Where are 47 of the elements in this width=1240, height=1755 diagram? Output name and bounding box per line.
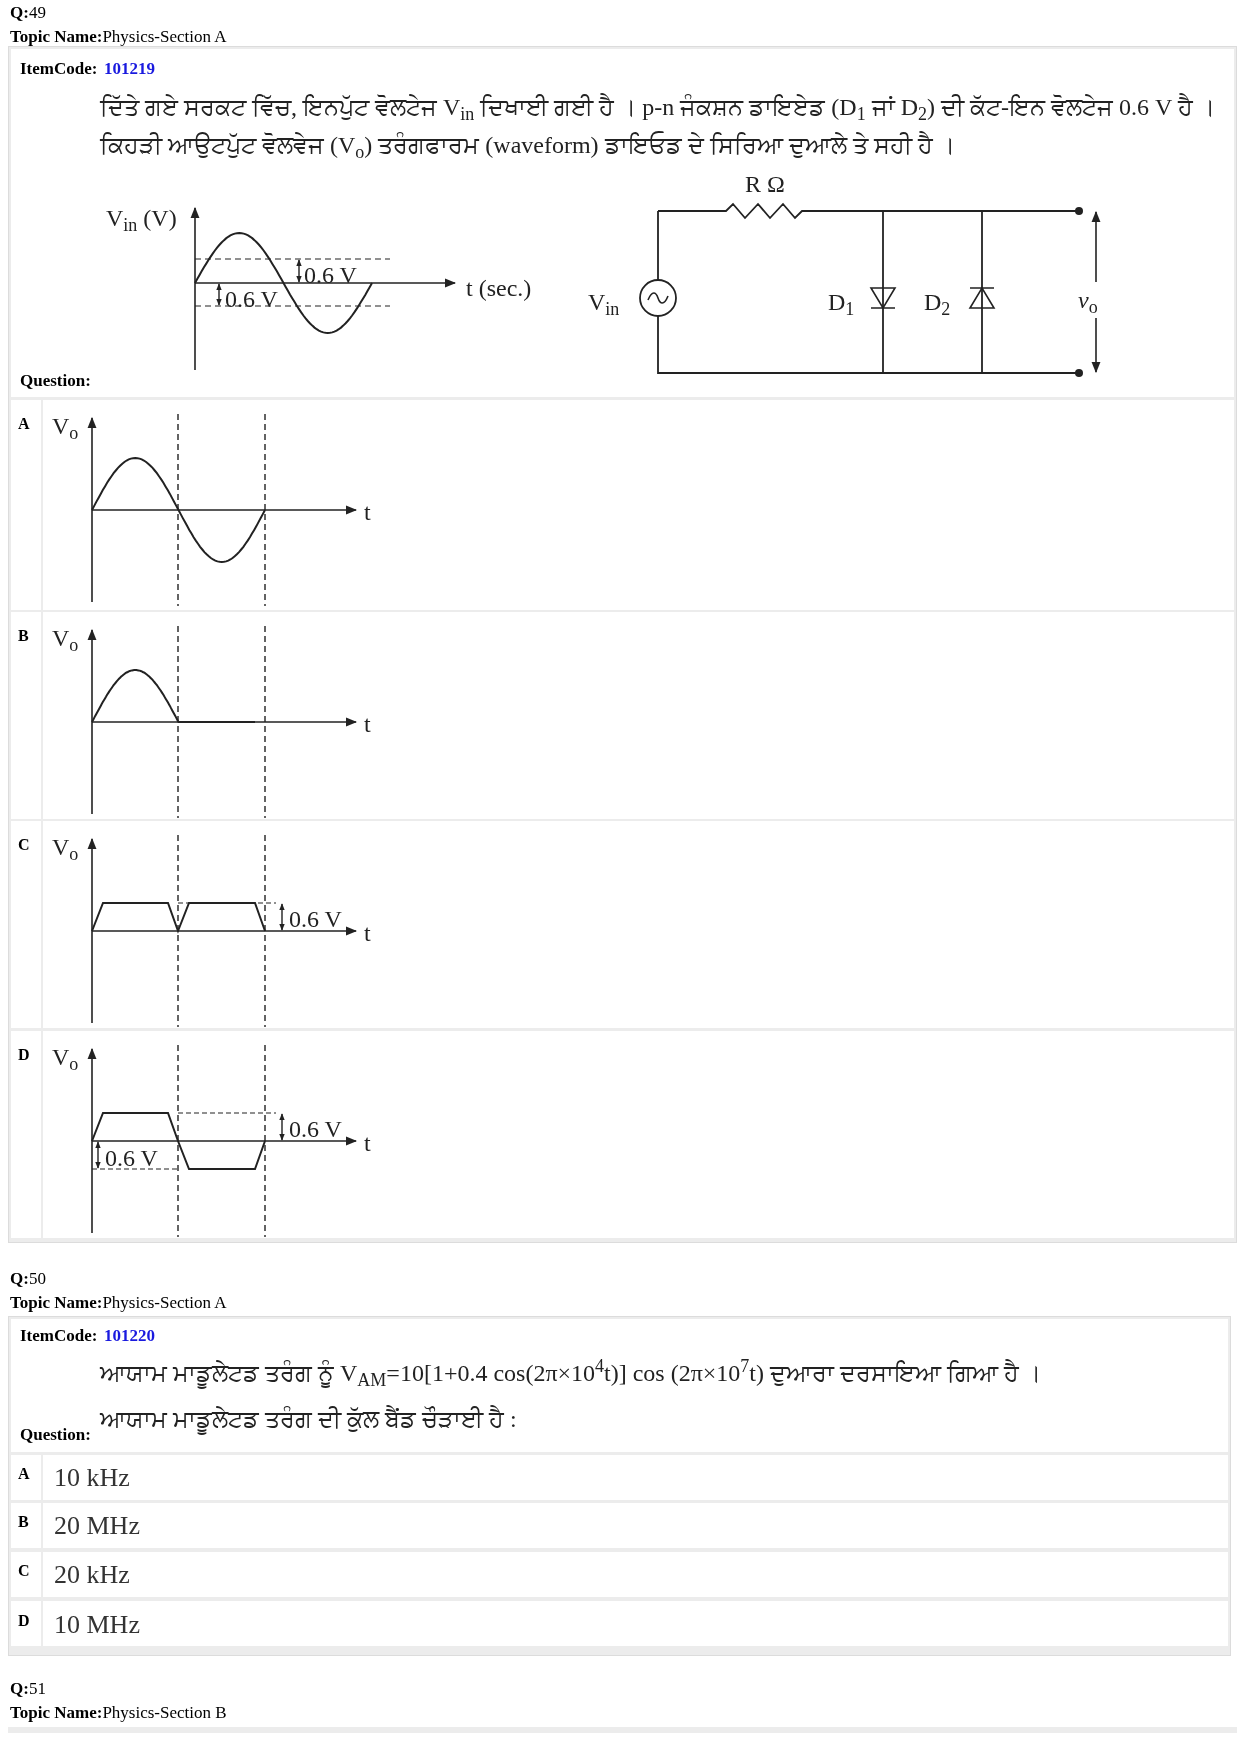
- axis-label: V$_{o}$: [52, 833, 79, 865]
- topic-name: Topic Name:Physics-Section A: [10, 26, 227, 48]
- axis-label: V$_{o}$: [52, 412, 79, 444]
- option-letter: B: [18, 626, 29, 646]
- option-text: 10 kHz: [54, 1462, 130, 1494]
- axis-label: t: [364, 1129, 371, 1158]
- option-text: 20 kHz: [54, 1559, 130, 1591]
- option-text: 20 MHz: [54, 1510, 140, 1542]
- option-letter: A: [18, 414, 30, 434]
- resistor-label: R Ω: [745, 170, 785, 199]
- question-text: ਆਯਾਮ ਮਾਡੂਲੇਟਡ ਤਰੰਗ ਨੂੰ V$_{AM}$=10[1+0.4 cos(2π×10$^{4}$t)] cos (2π×10$^{7}$t) ਦੁਆਰਾ ਦਰਸਾਇਆ ਗਿਆ ਹੈ ।: [100, 1355, 1043, 1392]
- question-text: ਦਿੱਤੇ ਗਏ ਸਰਕਟ ਵਿੱਚ, ਇਨਪੁੱਟ ਵੋਲਟੇਜ V$_{in}$ ਦਿਖਾਈ ਗਈ ਹੈ । p-n ਜੰਕਸ਼ਨ ਡਾਇਏਡ (D$_{1}$ ਜਾਂ D$_{2}$) ਦੀ ਕੱਟ-ਇਨ ਵੋਲਟੇਜ 0.6 V ਹੈ । ਕਿਹੜੀ ਆਉਟਪੁੱਟ ਵੋਲਵੇਜ (V$_{o}$) ਤਰੰਗਫਾਰਮ (waveform) ਡਾਇਓਡ ਦੇ ਸਿਰਿਆ ਦੁਆਲੇ ਤੇ ਸਹੀ ਹੈ ।: [100, 92, 1216, 164]
- option-letter: C: [18, 1561, 30, 1581]
- topic-name: Topic Name:Physics-Section B: [10, 1702, 227, 1724]
- item-code-label: ItemCode:: [20, 58, 98, 80]
- voltage-label: 0.6 V: [105, 1144, 158, 1173]
- source-label: V$_{in}$: [588, 288, 620, 320]
- axis-label: t: [364, 498, 371, 527]
- option-text: 10 MHz: [54, 1609, 140, 1641]
- option-letter: B: [18, 1512, 29, 1532]
- diode-label: D$_{2}$: [924, 288, 951, 320]
- axis-label: t (sec.): [466, 274, 532, 303]
- voltage-label: 0.6 V: [289, 1115, 342, 1144]
- question-number: Q:51: [10, 1678, 46, 1700]
- voltage-label: 0.6 V: [225, 285, 278, 314]
- option-letter: C: [18, 835, 30, 855]
- axis-label: V$_{o}$: [52, 1043, 79, 1075]
- question-label: Question:: [20, 370, 91, 392]
- axis-label: V$_{in}$ (V): [106, 204, 177, 236]
- voltage-label: 0.6 V: [304, 261, 357, 290]
- topic-name: Topic Name:Physics-Section A: [10, 1292, 227, 1314]
- question-number: Q:50: [10, 1268, 46, 1290]
- output-voltage-label: v$_{o}$: [1078, 286, 1098, 318]
- axis-label: t: [364, 919, 371, 948]
- option-letter: A: [18, 1464, 30, 1484]
- item-code-label: ItemCode:: [20, 1325, 98, 1347]
- question-number: Q:49: [10, 2, 46, 24]
- axis-label: t: [364, 710, 371, 739]
- option-letter: D: [18, 1611, 30, 1631]
- item-code: 101220: [104, 1325, 155, 1347]
- diode-label: D$_{1}$: [828, 288, 855, 320]
- option-letter: D: [18, 1045, 30, 1065]
- question-text: ਆਯਾਮ ਮਾਡੂਲੇਟਡ ਤਰੰਗ ਦੀ ਕੁੱਲ ਬੈਂਡ ਚੌੜਾਈ ਹੈ :: [100, 1400, 1225, 1438]
- axis-label: V$_{o}$: [52, 624, 79, 656]
- item-code: 101219: [104, 58, 155, 80]
- voltage-label: 0.6 V: [289, 905, 342, 934]
- question-label: Question:: [20, 1424, 91, 1446]
